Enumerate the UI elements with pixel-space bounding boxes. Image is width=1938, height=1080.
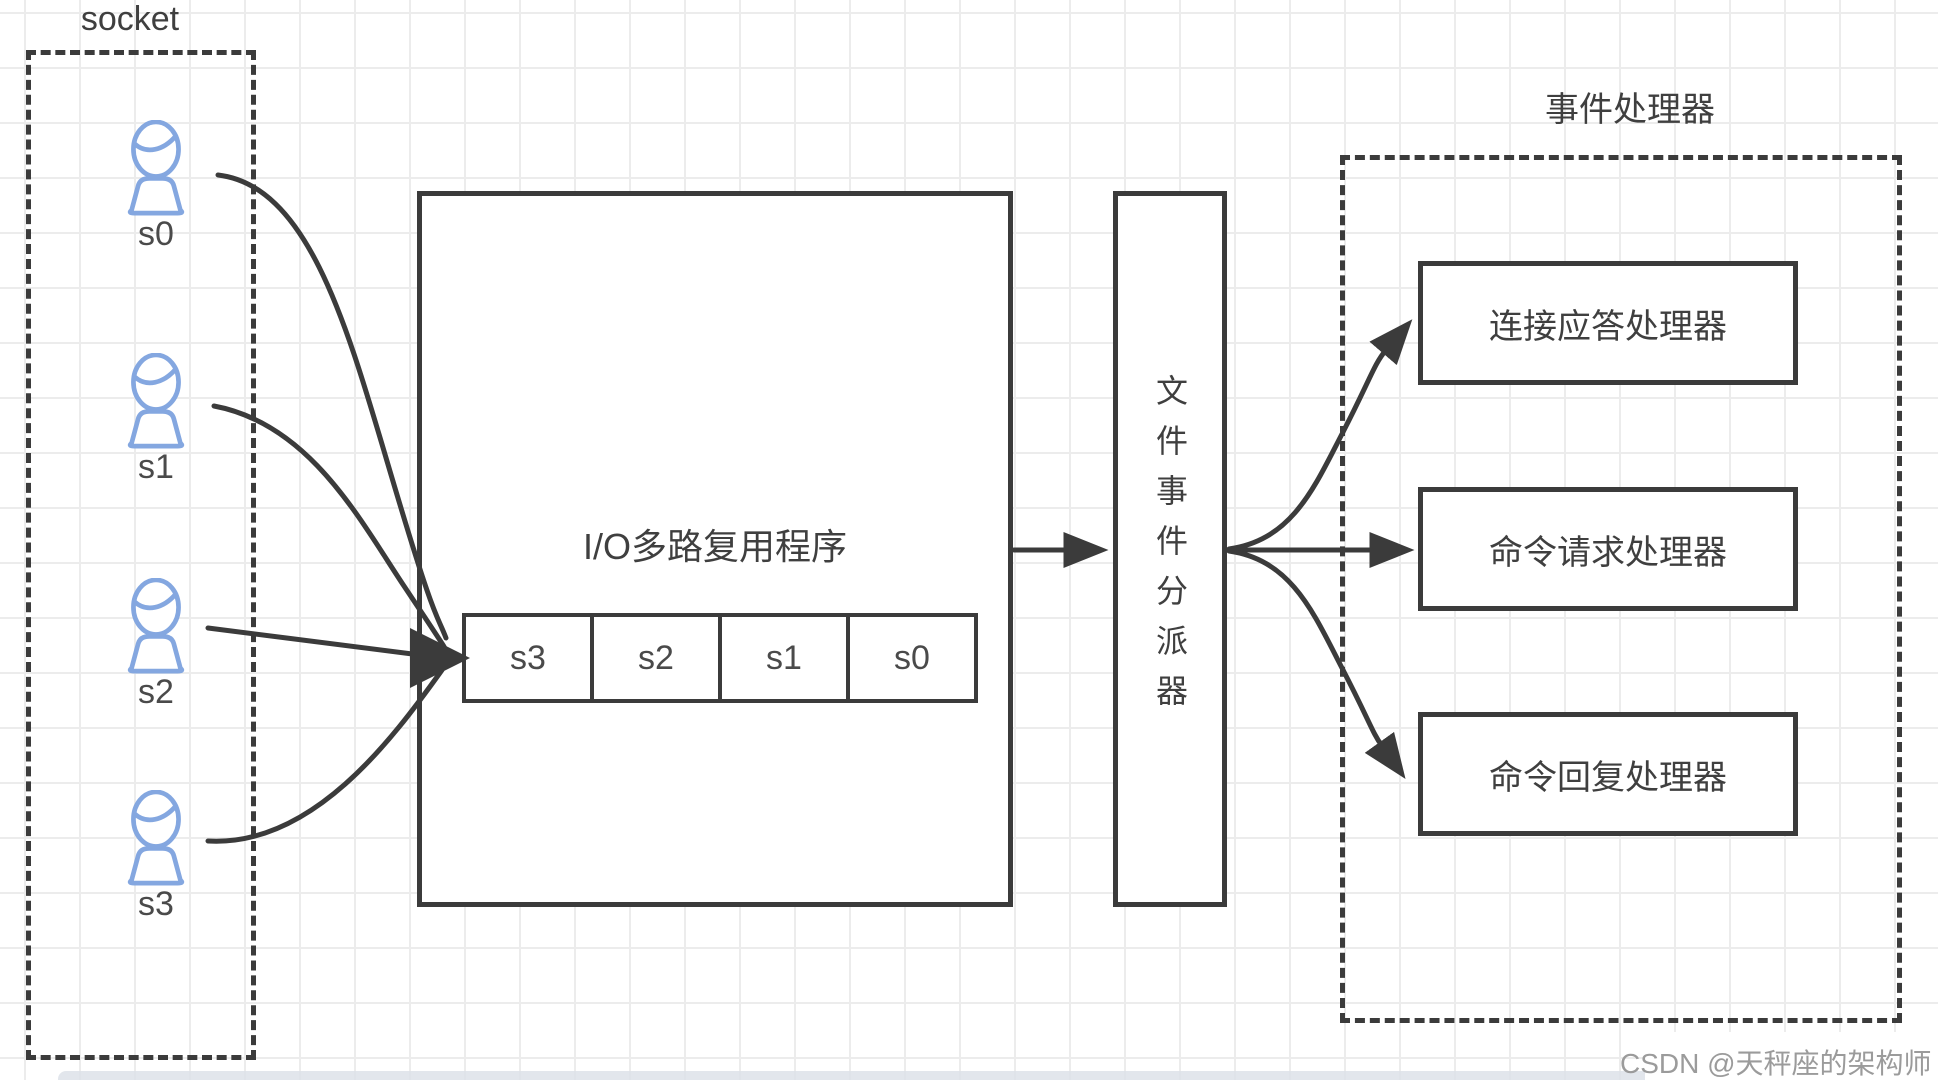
handler-box-command-reply: 命令回复处理器 [1418, 712, 1798, 836]
handler-box-connection-reply: 连接应答处理器 [1418, 261, 1798, 385]
socket-user-s3: s3 [106, 790, 206, 923]
user-label: s2 [138, 673, 174, 711]
dispatcher-box: 文件事件分派器 [1113, 191, 1227, 907]
user-label: s0 [138, 215, 174, 253]
user-label: s3 [138, 885, 174, 923]
handlers-group-label: 事件处理器 [1545, 91, 1715, 129]
watermark-band [1645, 1032, 1938, 1080]
user-icon [127, 578, 185, 674]
handler-box-command-request: 命令请求处理器 [1418, 487, 1798, 611]
user-icon [127, 790, 185, 886]
watermark-text: CSDN @天秤座的架构师 [1620, 1048, 1932, 1079]
queue-cell: s1 [718, 617, 846, 699]
queue-cell: s3 [510, 638, 546, 677]
multiplexer-box: I/O多路复用程序 s3 s2 s1 s0 [417, 191, 1013, 907]
user-icon [127, 353, 185, 449]
queue-cell: s0 [846, 617, 974, 699]
socket-user-s2: s2 [106, 578, 206, 711]
queue-cell: s2 [590, 617, 718, 699]
bottom-bar [58, 1071, 1938, 1080]
socket-user-s1: s1 [106, 353, 206, 486]
multiplexer-title: I/O多路复用程序 [582, 526, 847, 567]
dispatcher-label: 文件事件分派器 [1152, 374, 1188, 724]
user-label: s1 [138, 448, 174, 486]
user-icon [127, 120, 185, 216]
socket-user-s0: s0 [106, 120, 206, 253]
socket-queue: s3 s2 s1 s0 [462, 613, 978, 703]
socket-group-label: socket [80, 0, 180, 38]
